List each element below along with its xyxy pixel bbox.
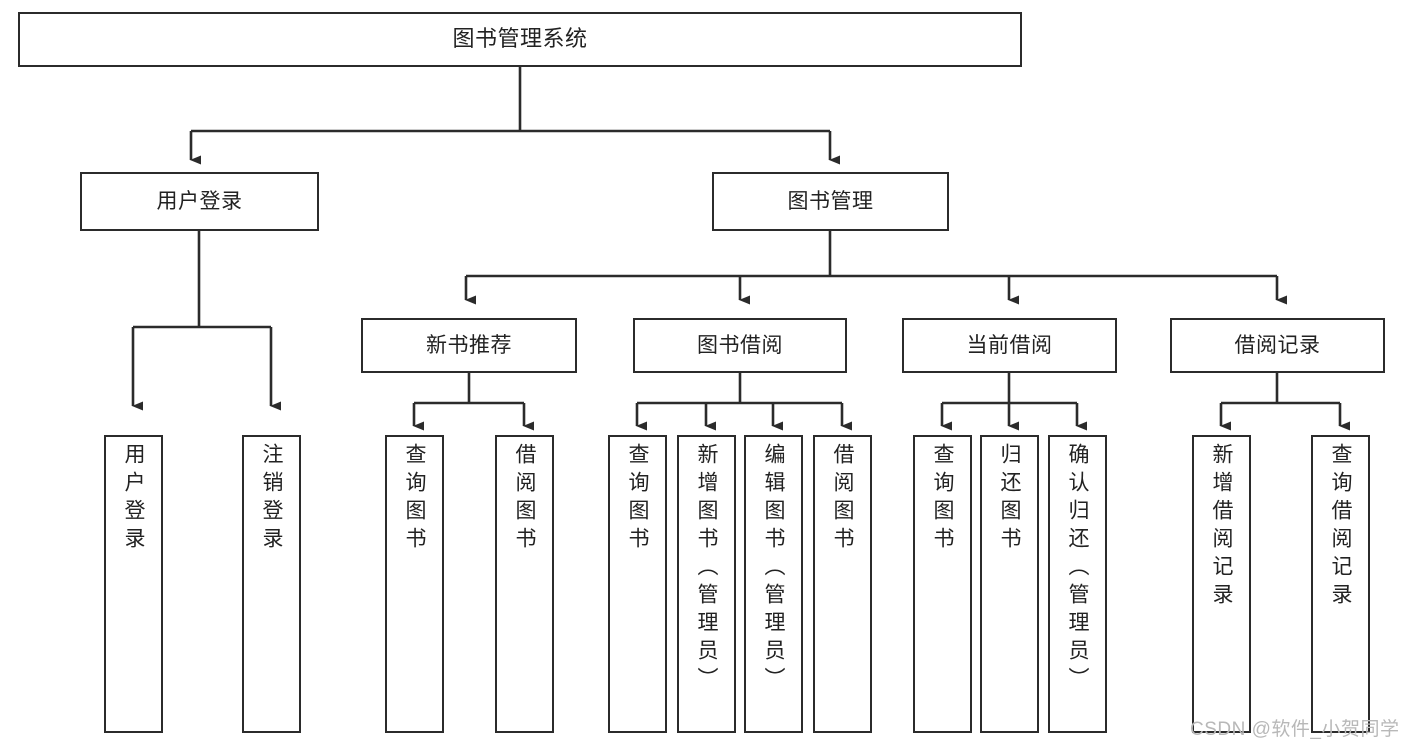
leaf-user-login-label: 用户登录 <box>122 443 145 555</box>
leaf-add-book-label: 新增图书（管理员） <box>695 443 718 695</box>
leaf-logout-login-label: 注销登录 <box>260 443 283 555</box>
leaf-return-book[interactable]: 归还图书 <box>980 435 1039 733</box>
leaf-add-record-label: 新增借阅记录 <box>1210 443 1233 611</box>
borrow-record-connectors <box>1219 373 1350 431</box>
leaf-borrow-book-2-label: 借阅图书 <box>831 443 854 555</box>
leaf-query-book-3-label: 查询图书 <box>931 443 954 555</box>
leaf-logout-login[interactable]: 注销登录 <box>242 435 301 733</box>
node-current-borrow-label: 当前借阅 <box>966 333 1053 357</box>
leaf-add-book[interactable]: 新增图书（管理员） <box>677 435 736 733</box>
leaf-query-book-1[interactable]: 查询图书 <box>385 435 444 733</box>
node-user-login[interactable]: 用户登录 <box>80 172 319 231</box>
leaf-return-book-label: 归还图书 <box>998 443 1021 555</box>
node-book-borrow-label: 图书借阅 <box>697 333 783 357</box>
csdn-watermark: CSDN @软件_小贺同学 <box>1190 719 1400 740</box>
node-user-login-label: 用户登录 <box>156 189 243 213</box>
node-current-borrow[interactable]: 当前借阅 <box>902 318 1117 373</box>
user-login-connectors <box>131 231 281 411</box>
leaf-edit-book[interactable]: 编辑图书（管理员） <box>744 435 803 733</box>
leaf-query-book-2[interactable]: 查询图书 <box>608 435 667 733</box>
current-borrow-connectors <box>940 373 1087 431</box>
leaf-query-record[interactable]: 查询借阅记录 <box>1311 435 1370 733</box>
node-borrow-record[interactable]: 借阅记录 <box>1170 318 1385 373</box>
leaf-query-book-1-label: 查询图书 <box>403 443 426 555</box>
leaf-user-login[interactable]: 用户登录 <box>104 435 163 733</box>
leaf-query-book-2-label: 查询图书 <box>626 443 649 555</box>
node-root-system[interactable]: 图书管理系统 <box>18 12 1022 67</box>
node-book-manage[interactable]: 图书管理 <box>712 172 949 231</box>
new-book-recommend-connectors <box>412 373 534 431</box>
leaf-query-book-3[interactable]: 查询图书 <box>913 435 972 733</box>
node-new-book-recommend[interactable]: 新书推荐 <box>361 318 577 373</box>
root-connectors <box>189 67 840 165</box>
leaf-confirm-return-label: 确认归还（管理员） <box>1066 443 1089 695</box>
node-book-manage-label: 图书管理 <box>787 189 874 213</box>
leaf-borrow-book-1-label: 借阅图书 <box>513 443 536 555</box>
node-borrow-record-label: 借阅记录 <box>1234 333 1321 357</box>
leaf-borrow-book-2[interactable]: 借阅图书 <box>813 435 872 733</box>
leaf-borrow-book-1[interactable]: 借阅图书 <box>495 435 554 733</box>
leaf-confirm-return[interactable]: 确认归还（管理员） <box>1048 435 1107 733</box>
node-book-borrow[interactable]: 图书借阅 <box>633 318 847 373</box>
leaf-edit-book-label: 编辑图书（管理员） <box>762 443 785 695</box>
book-borrow-connectors <box>635 373 852 431</box>
node-root-label: 图书管理系统 <box>452 26 588 52</box>
book-manage-connectors <box>464 231 1287 305</box>
leaf-query-record-label: 查询借阅记录 <box>1329 443 1352 611</box>
node-new-book-recommend-label: 新书推荐 <box>426 333 512 357</box>
leaf-add-record[interactable]: 新增借阅记录 <box>1192 435 1251 733</box>
